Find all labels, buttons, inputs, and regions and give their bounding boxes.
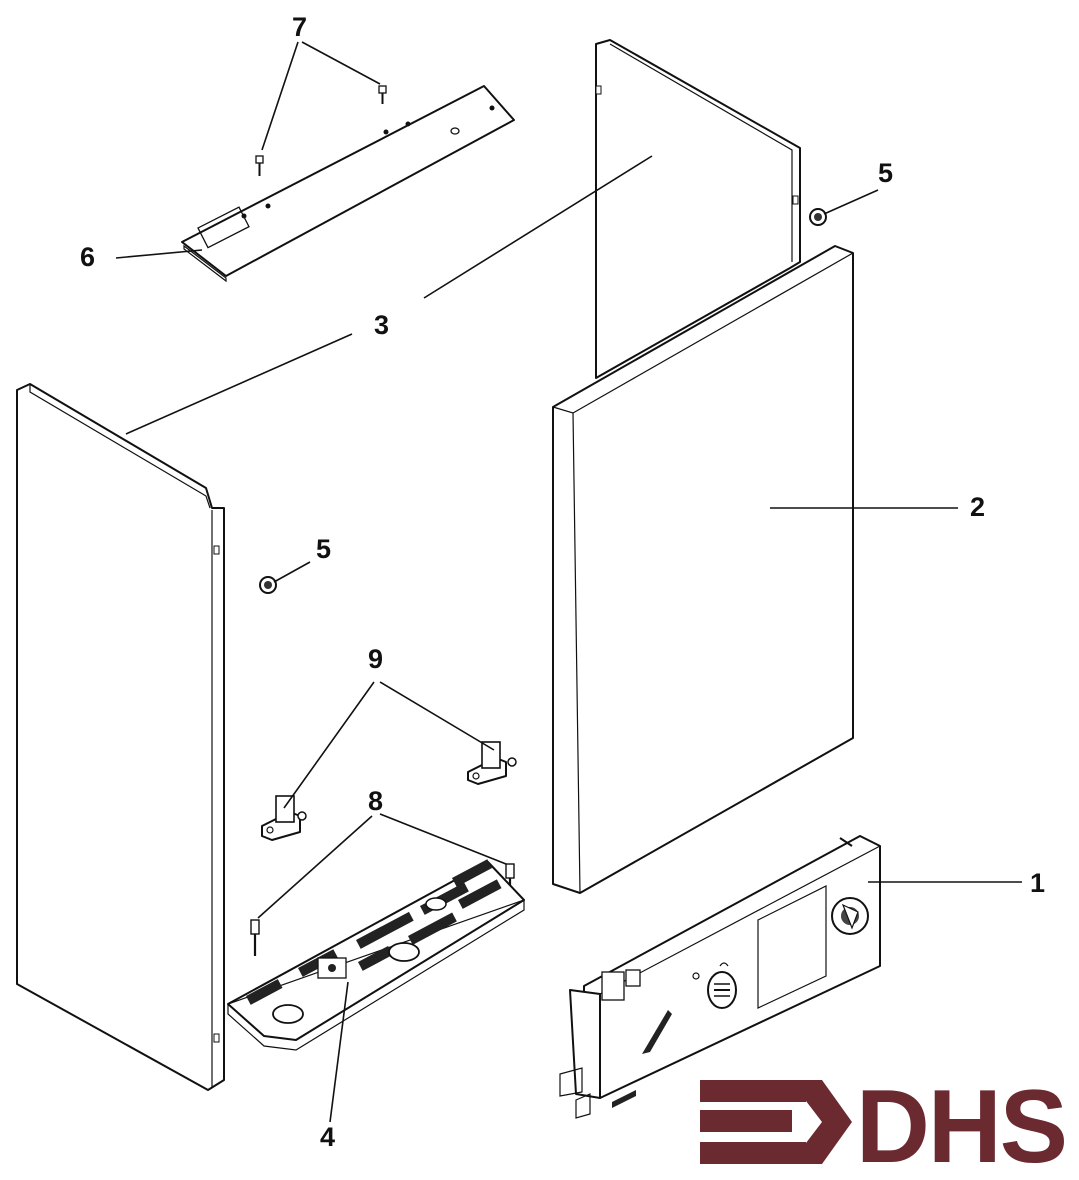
callout-9: 9 (368, 644, 383, 674)
callout-6: 6 (80, 242, 95, 272)
bottom-plate-part-4 (227, 859, 525, 1051)
bracket-part-9-left (261, 795, 307, 841)
screw-part-7-left (255, 155, 264, 176)
back-side-panel-part-3 (595, 39, 801, 379)
control-panel-part-1 (559, 835, 881, 1119)
grommet-part-5-right (809, 208, 827, 226)
top-plate-part-6 (181, 85, 515, 283)
callout-5-right: 5 (878, 158, 893, 188)
grommet-part-5-left (259, 576, 277, 594)
callout-3: 3 (374, 310, 389, 340)
screw-part-7-right (378, 85, 387, 104)
dhs-logo: DHS (700, 1069, 1068, 1180)
screw-part-8-left (250, 919, 260, 956)
callout-labels: 7 6 3 5 2 5 9 8 1 4 (80, 12, 1045, 1152)
bracket-part-9-right (467, 741, 517, 785)
callout-7: 7 (292, 12, 307, 42)
callout-5-left: 5 (316, 534, 331, 564)
callout-2: 2 (970, 492, 985, 522)
front-panel-part-2 (552, 245, 854, 894)
left-side-panel-part-3 (16, 383, 225, 1091)
dhs-arrow-icon (700, 1080, 852, 1164)
callout-4: 4 (320, 1122, 335, 1152)
callout-1: 1 (1030, 868, 1045, 898)
dhs-logo-text: DHS (856, 1069, 1066, 1180)
leader-lines (115, 41, 1022, 1123)
callout-8: 8 (368, 786, 383, 816)
